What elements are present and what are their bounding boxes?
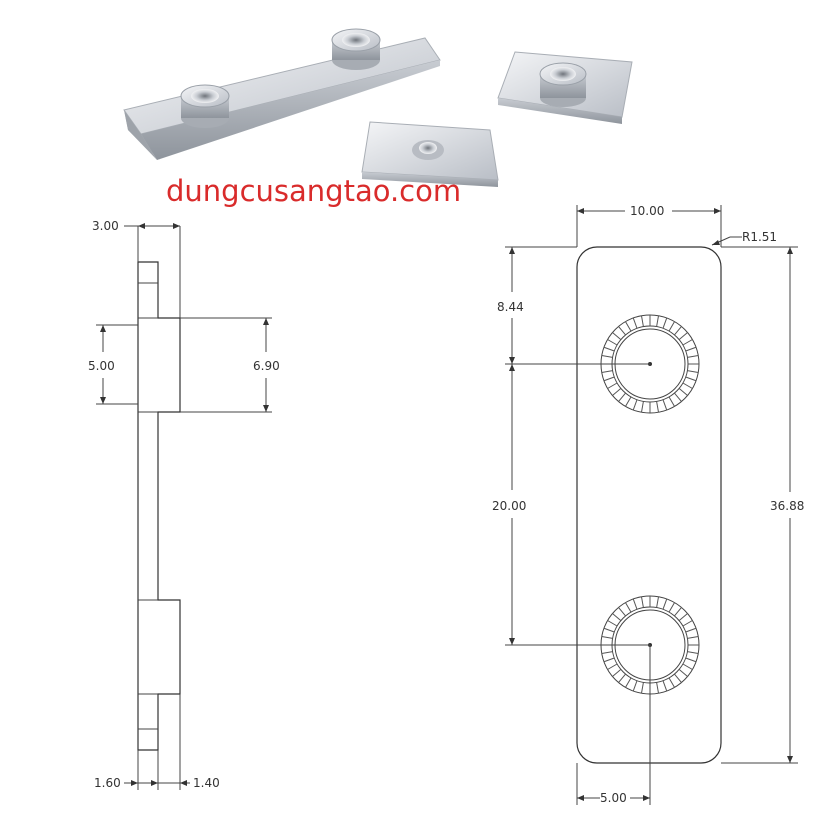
side-view: 3.00 5.00 6.90 1.60 1.40 (88, 219, 280, 790)
small-plate-nut-icon (361, 121, 499, 187)
serration-tooth (625, 677, 632, 688)
serration-tooth (678, 669, 688, 677)
serration-tooth (687, 651, 699, 655)
serration-tooth (656, 682, 660, 694)
dim-plate-thickness: 1.60 (94, 776, 121, 790)
serration-tooth (612, 388, 622, 396)
serration-tooth (601, 651, 613, 655)
serration-tooth (678, 613, 688, 621)
dim-boss-width: 5.00 (88, 359, 115, 373)
side-profile-outline (137, 261, 181, 751)
dim-total-length: 36.88 (770, 499, 804, 513)
serration-tooth (612, 613, 622, 621)
dim-boss-extension: 1.40 (193, 776, 220, 790)
serration-tooth (668, 396, 675, 407)
serration-tooth (640, 596, 644, 608)
dim-boss-height: 6.90 (253, 359, 280, 373)
serration-tooth (682, 382, 693, 389)
serration-tooth (612, 332, 622, 340)
serration-tooth (662, 399, 668, 411)
serration-tooth (607, 382, 618, 389)
serration-tooth (668, 677, 675, 688)
serration-tooth (685, 657, 697, 663)
serration-tooth (656, 315, 660, 327)
serration-tooth (618, 673, 626, 683)
serration-tooth (656, 401, 660, 413)
dim-top-thickness: 3.00 (92, 219, 119, 233)
serration-tooth (640, 401, 644, 413)
serration-tooth (668, 321, 675, 332)
serration-tooth (601, 635, 613, 639)
serration-tooth (618, 326, 626, 336)
front-plate-outline (576, 246, 722, 764)
serration-tooth (632, 399, 638, 411)
serration-tooth (603, 627, 615, 633)
serration-tooth (668, 602, 675, 613)
thread-boss-icon (331, 28, 381, 70)
serration-tooth (603, 346, 615, 352)
long-plate-nut-icon (123, 28, 441, 160)
serration-tooth (625, 321, 632, 332)
square-nut-icon (497, 51, 633, 124)
serration-tooth (685, 376, 697, 382)
serration-tooth (687, 635, 699, 639)
dim-first-hole-offset: 8.44 (497, 300, 524, 314)
serration-tooth (656, 596, 660, 608)
serration-tooth (685, 627, 697, 633)
dim-hole-spacing: 20.00 (492, 499, 526, 513)
serration-tooth (632, 680, 638, 692)
dim-width: 10.00 (630, 204, 664, 218)
serration-tooth (678, 388, 688, 396)
serration-tooth (687, 354, 699, 358)
serration-tooth (640, 682, 644, 694)
dim-hole-center-x: 5.00 (600, 791, 627, 805)
serration-tooth (632, 598, 638, 610)
serration-tooth (674, 673, 682, 683)
serration-tooth (682, 620, 693, 627)
serration-tooth (678, 332, 688, 340)
thread-boss-icon (180, 84, 230, 128)
serration-tooth (601, 370, 613, 374)
serration-tooth (640, 315, 644, 327)
serration-tooth (682, 663, 693, 670)
serration-tooth (674, 326, 682, 336)
serration-tooth (685, 346, 697, 352)
serration-tooth (603, 376, 615, 382)
serration-tooth (618, 392, 626, 402)
serration-tooth (662, 598, 668, 610)
serration-tooth (625, 396, 632, 407)
serration-tooth (662, 317, 668, 329)
thread-boss-icon (539, 62, 587, 107)
serration-tooth (682, 339, 693, 346)
serration-tooth (674, 607, 682, 617)
serration-tooth (607, 663, 618, 670)
dim-corner-radius: R1.51 (742, 230, 777, 244)
serration-tooth (612, 669, 622, 677)
serration-tooth (601, 354, 613, 358)
serration-tooth (625, 602, 632, 613)
serration-tooth (687, 370, 699, 374)
serration-tooth (618, 607, 626, 617)
serration-tooth (674, 392, 682, 402)
front-view: 10.00 R1.51 8.44 20.00 36.88 (492, 204, 804, 805)
serration-tooth (607, 620, 618, 627)
serration-tooth (662, 680, 668, 692)
serration-tooth (632, 317, 638, 329)
serration-tooth (607, 339, 618, 346)
watermark: dungcusangtao.com (166, 174, 461, 208)
serration-tooth (603, 657, 615, 663)
